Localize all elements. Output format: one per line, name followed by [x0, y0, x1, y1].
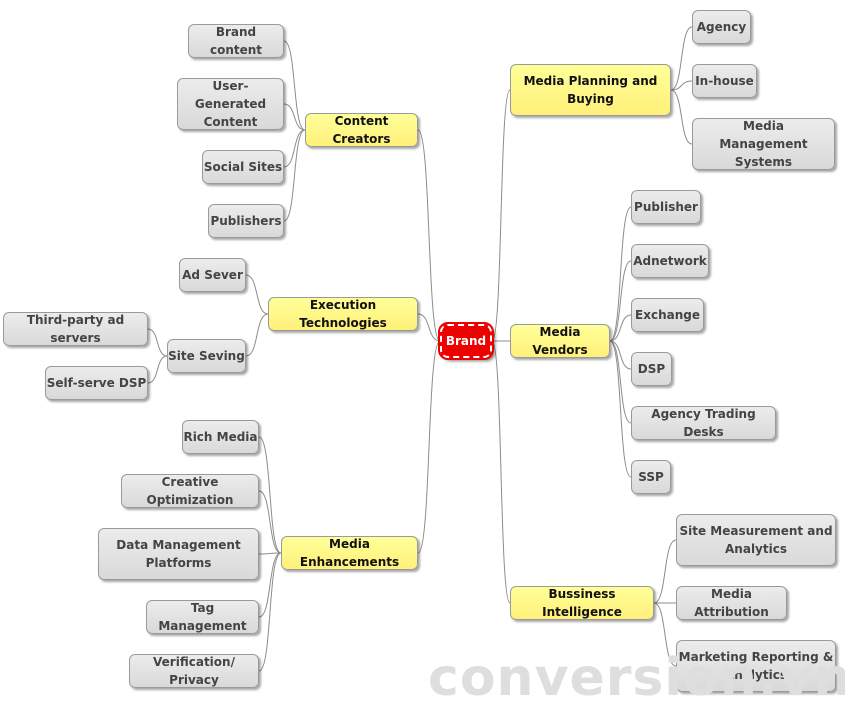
- connector-line: [258, 552, 282, 618]
- rich-media-node[interactable]: Rich Media: [182, 420, 259, 454]
- connector-line: [670, 80, 693, 91]
- verification-privacy-node[interactable]: Verification/ Privacy: [129, 654, 259, 688]
- publisher-node[interactable]: Publisher: [631, 190, 701, 224]
- media-enhancements-node[interactable]: Media Enhancements: [281, 536, 418, 570]
- in-house-node[interactable]: In-house: [692, 64, 757, 98]
- connector-line: [653, 602, 677, 667]
- dsp-node[interactable]: DSP: [631, 352, 672, 386]
- connector-line: [491, 89, 511, 342]
- connector-line: [609, 314, 632, 342]
- connector-line: [258, 552, 282, 555]
- connector-line: [491, 340, 511, 604]
- connector-line: [283, 129, 306, 168]
- connector-line: [283, 103, 306, 131]
- media-attribution-node[interactable]: Media Attribution: [676, 586, 787, 620]
- third-party-ad-servers-node[interactable]: Third-party ad servers: [3, 312, 148, 346]
- connector-line: [653, 539, 677, 604]
- exchange-node[interactable]: Exchange: [631, 298, 704, 332]
- brand-content-node[interactable]: Brand content: [188, 24, 284, 58]
- agency-trading-desks-node[interactable]: Agency Trading Desks: [631, 406, 776, 440]
- connector-line: [609, 260, 632, 342]
- connector-line: [258, 552, 282, 672]
- user-generated-content-node[interactable]: User-Generated Content: [177, 78, 284, 130]
- marketing-reporting-analytics-node[interactable]: Marketing Reporting & Analytics: [676, 640, 836, 692]
- connector-line: [670, 26, 693, 91]
- connector-line: [609, 340, 632, 424]
- connector-line: [245, 274, 269, 315]
- adnetwork-node[interactable]: Adnetwork: [631, 244, 709, 278]
- media-planning-buying-node[interactable]: Media Planning and Buying: [510, 64, 671, 116]
- business-intelligence-node[interactable]: Bussiness Intelligence: [510, 586, 654, 620]
- social-sites-node[interactable]: Social Sites: [202, 150, 284, 184]
- connector-line: [609, 340, 632, 478]
- site-measurement-analytics-node[interactable]: Site Measurement and Analytics: [676, 514, 836, 566]
- connector-line: [147, 328, 168, 357]
- connector-line: [283, 129, 306, 222]
- ad-sever-node[interactable]: Ad Sever: [179, 258, 246, 292]
- connector-line: [283, 40, 306, 131]
- tag-management-node[interactable]: Tag Management: [146, 600, 259, 634]
- content-creators-node[interactable]: Content Creators: [305, 113, 418, 147]
- connector-line: [417, 340, 441, 554]
- connector-line: [417, 129, 441, 342]
- connector-line: [670, 89, 693, 145]
- execution-technologies-node[interactable]: Execution Technologies: [268, 297, 418, 331]
- self-serve-dsp-node[interactable]: Self-serve DSP: [45, 366, 148, 400]
- connector-line: [245, 313, 269, 357]
- connector-line: [258, 490, 282, 554]
- data-management-platforms-node[interactable]: Data Management Platforms: [98, 528, 259, 580]
- watermark-text: conversion.vn: [428, 648, 845, 708]
- connector-line: [147, 355, 168, 384]
- connector-line: [258, 436, 282, 554]
- connector-line: [417, 313, 441, 342]
- media-management-systems-node[interactable]: Media Management Systems: [692, 118, 835, 170]
- creative-optimization-node[interactable]: Creative Optimization: [121, 474, 259, 508]
- agency-node[interactable]: Agency: [692, 10, 751, 44]
- site-seving-node[interactable]: Site Seving: [167, 339, 246, 373]
- connector-line: [609, 206, 632, 342]
- media-vendors-node[interactable]: Media Vendors: [510, 324, 610, 358]
- publishers-node[interactable]: Publishers: [208, 204, 284, 238]
- brand-root-node[interactable]: Brand: [438, 322, 494, 360]
- ssp-node[interactable]: SSP: [631, 460, 671, 494]
